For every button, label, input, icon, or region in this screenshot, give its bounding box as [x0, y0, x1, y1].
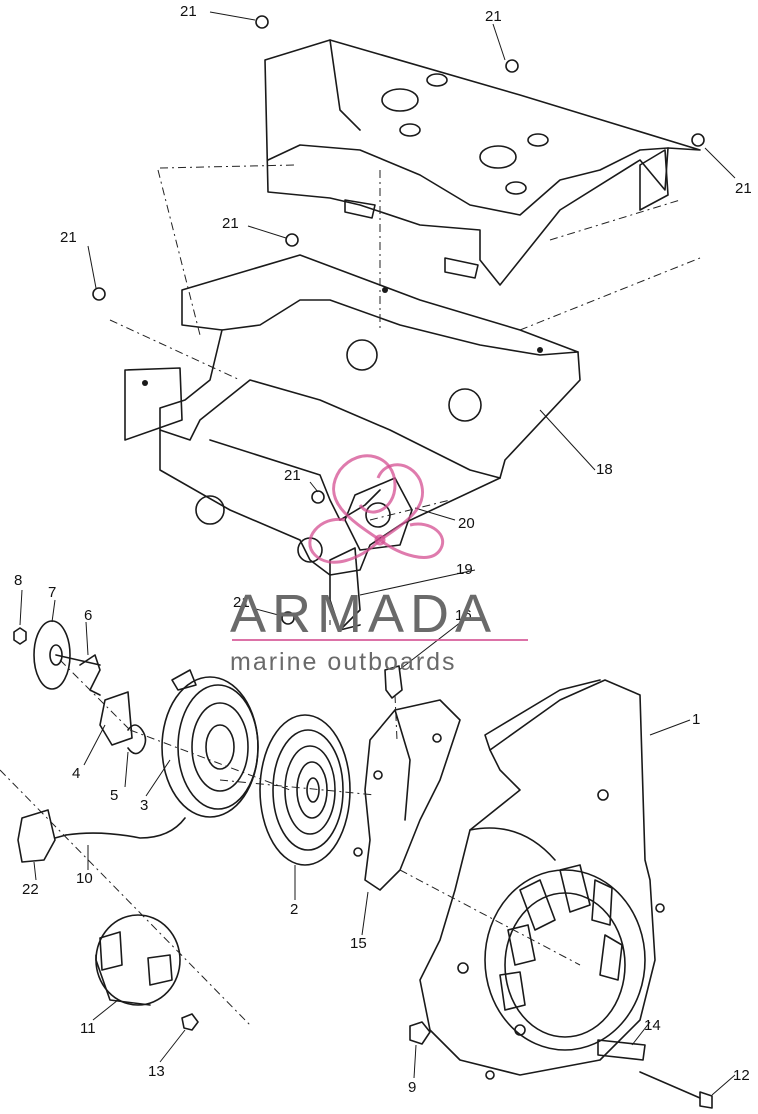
- callout-18: 18: [596, 461, 613, 478]
- callout-4: 4: [72, 765, 80, 782]
- leader-lines: [19, 11, 736, 1096]
- callout-labels: 21 21 21 21 21 21 21 18 20 19 16 8 7 6 1…: [14, 3, 752, 1096]
- callout-8: 8: [14, 572, 22, 589]
- watermark-tagline: marine outboards: [230, 648, 457, 676]
- callout-20: 20: [458, 515, 475, 532]
- callout-13: 13: [148, 1063, 165, 1080]
- callout-5: 5: [110, 787, 118, 804]
- starter-parts: [13, 620, 403, 1031]
- callout-21: 21: [284, 467, 301, 484]
- starter-bracket: [353, 699, 461, 891]
- callout-2: 2: [290, 901, 298, 918]
- assembly-lines: [0, 164, 701, 1026]
- callout-9: 9: [408, 1079, 416, 1096]
- watermark-brand: ARMADA: [230, 584, 497, 644]
- callout-6: 6: [84, 607, 92, 624]
- callout-22: 22: [22, 881, 39, 898]
- base-tray: [124, 254, 581, 576]
- callout-1: 1: [692, 711, 700, 728]
- callout-10: 10: [76, 870, 93, 887]
- callout-21: 21: [60, 229, 77, 246]
- callout-21: 21: [485, 8, 502, 25]
- callout-11: 11: [80, 1020, 96, 1037]
- callout-15: 15: [350, 935, 367, 952]
- callout-14: 14: [644, 1017, 661, 1034]
- small-fasteners: [409, 1021, 713, 1109]
- watermark: ARMADA marine outboards: [230, 454, 528, 676]
- callout-19: 19: [456, 561, 473, 578]
- callout-16: 16: [455, 607, 472, 624]
- callout-21: 21: [222, 215, 239, 232]
- callout-7: 7: [48, 584, 56, 601]
- callout-21: 21: [233, 594, 250, 611]
- callout-3: 3: [140, 797, 148, 814]
- fan-housing: [419, 679, 665, 1080]
- callout-21: 21: [180, 3, 197, 20]
- upper-shroud: [264, 39, 701, 286]
- callout-21: 21: [735, 180, 752, 197]
- watermark-logo-icon: [308, 454, 444, 564]
- fasteners-21: [92, 15, 705, 625]
- callout-12: 12: [733, 1067, 750, 1084]
